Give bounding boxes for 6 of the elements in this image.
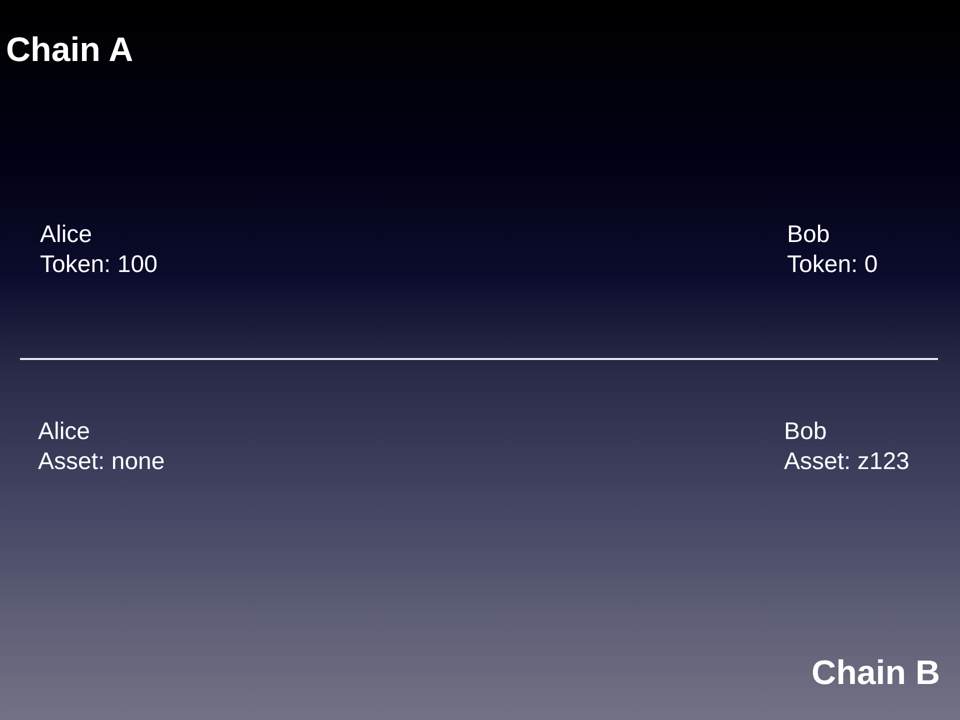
account-label: Bob Asset: z123: [784, 417, 910, 477]
account-label: Bob Token: 0: [787, 220, 878, 280]
account-label: Alice Token: 100: [40, 220, 158, 280]
chain-heading: Chain B: [812, 653, 940, 693]
chain-heading: Chain A: [6, 30, 134, 70]
account-label: Alice Asset: none: [38, 417, 165, 477]
